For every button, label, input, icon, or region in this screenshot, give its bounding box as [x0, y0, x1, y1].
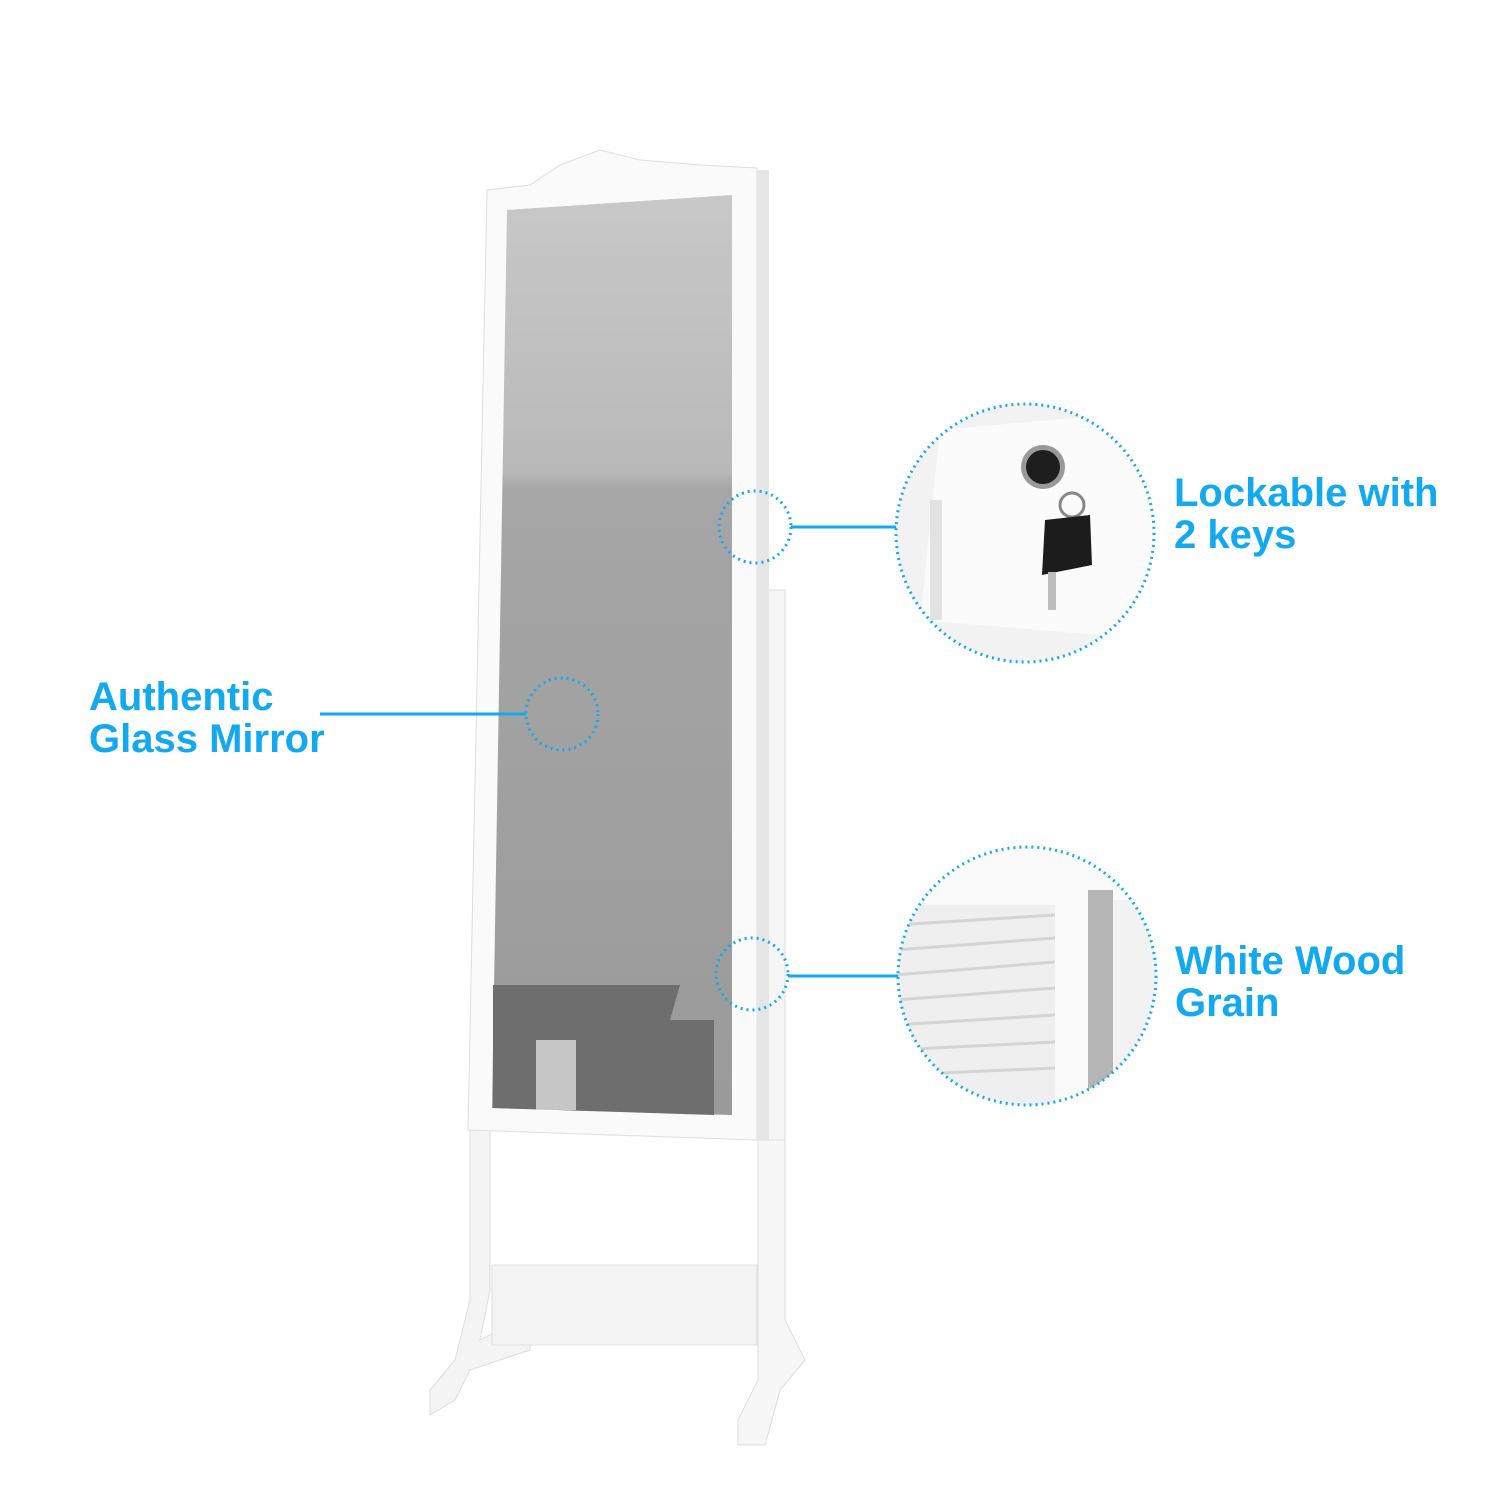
mirror-cabinet: [467, 149, 769, 1141]
wood-callout-circle: [714, 936, 790, 1012]
mirror-callout-label: Authentic Glass Mirror: [89, 676, 325, 760]
lock-icon: [1026, 450, 1060, 484]
mirror-callout-circle: [524, 676, 600, 752]
lock-callout-label: Lockable with 2 keys: [1174, 472, 1439, 556]
wood-detail-inset: [896, 845, 1158, 1107]
lock-detail-inset: [894, 402, 1156, 664]
wood-callout-line1: White Wood: [1175, 939, 1406, 983]
wood-callout-line2: Grain: [1175, 981, 1280, 1025]
mirror-callout-line2: Glass Mirror: [89, 717, 325, 761]
mirror-glass: [492, 195, 732, 1115]
mirror-callout-line1: Authentic: [89, 675, 274, 719]
key-icon: [1042, 515, 1092, 575]
lock-callout-line1: Lockable with: [1174, 471, 1439, 515]
wood-callout-label: White Wood Grain: [1175, 940, 1405, 1024]
lock-callout-line2: 2 keys: [1174, 513, 1297, 557]
